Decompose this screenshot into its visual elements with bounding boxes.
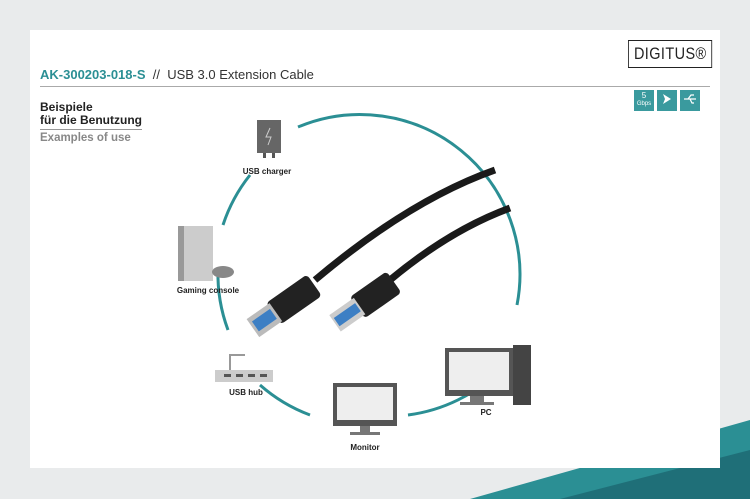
title-separator: // bbox=[152, 67, 160, 82]
header-divider bbox=[40, 86, 710, 87]
device-label-usb-charger: USB charger bbox=[242, 167, 292, 176]
product-card: DIGITUS® AK-300203-018-S // USB 3.0 Exte… bbox=[30, 30, 720, 468]
speed-value: 5 bbox=[641, 91, 647, 100]
usb-hub-icon bbox=[215, 354, 273, 382]
plug-and-play-icon bbox=[657, 90, 677, 111]
section-title-de-line1: Beispiele bbox=[40, 100, 93, 114]
usb-icon bbox=[680, 90, 700, 111]
section-title-de: Beispiele für die Benutzung bbox=[40, 101, 142, 130]
monitor-icon bbox=[333, 383, 397, 435]
product-name: USB 3.0 Extension Cable bbox=[167, 67, 314, 82]
digitus-logo: DIGITUS® bbox=[628, 40, 713, 68]
section-title-de-line2: für die Benutzung bbox=[40, 114, 142, 130]
usb-female-connector bbox=[246, 276, 321, 338]
device-label-pc: PC bbox=[480, 408, 492, 417]
gaming-console-icon bbox=[178, 226, 234, 281]
speed-unit: Gbps bbox=[636, 101, 652, 107]
device-label-gaming-console: Gaming console bbox=[176, 286, 240, 295]
charger-icon bbox=[257, 120, 281, 158]
device-label-usb-hub: USB hub bbox=[229, 388, 263, 397]
section-title-en: Examples of use bbox=[40, 132, 131, 144]
usb-extension-cable bbox=[246, 166, 512, 338]
device-label-monitor: Monitor bbox=[350, 443, 380, 452]
connection-circle bbox=[216, 113, 522, 417]
product-title: AK-300203-018-S // USB 3.0 Extension Cab… bbox=[40, 67, 314, 82]
usb-male-connector bbox=[329, 272, 400, 332]
pc-icon bbox=[445, 345, 531, 405]
product-code: AK-300203-018-S bbox=[40, 67, 146, 82]
usage-diagram bbox=[178, 113, 531, 435]
